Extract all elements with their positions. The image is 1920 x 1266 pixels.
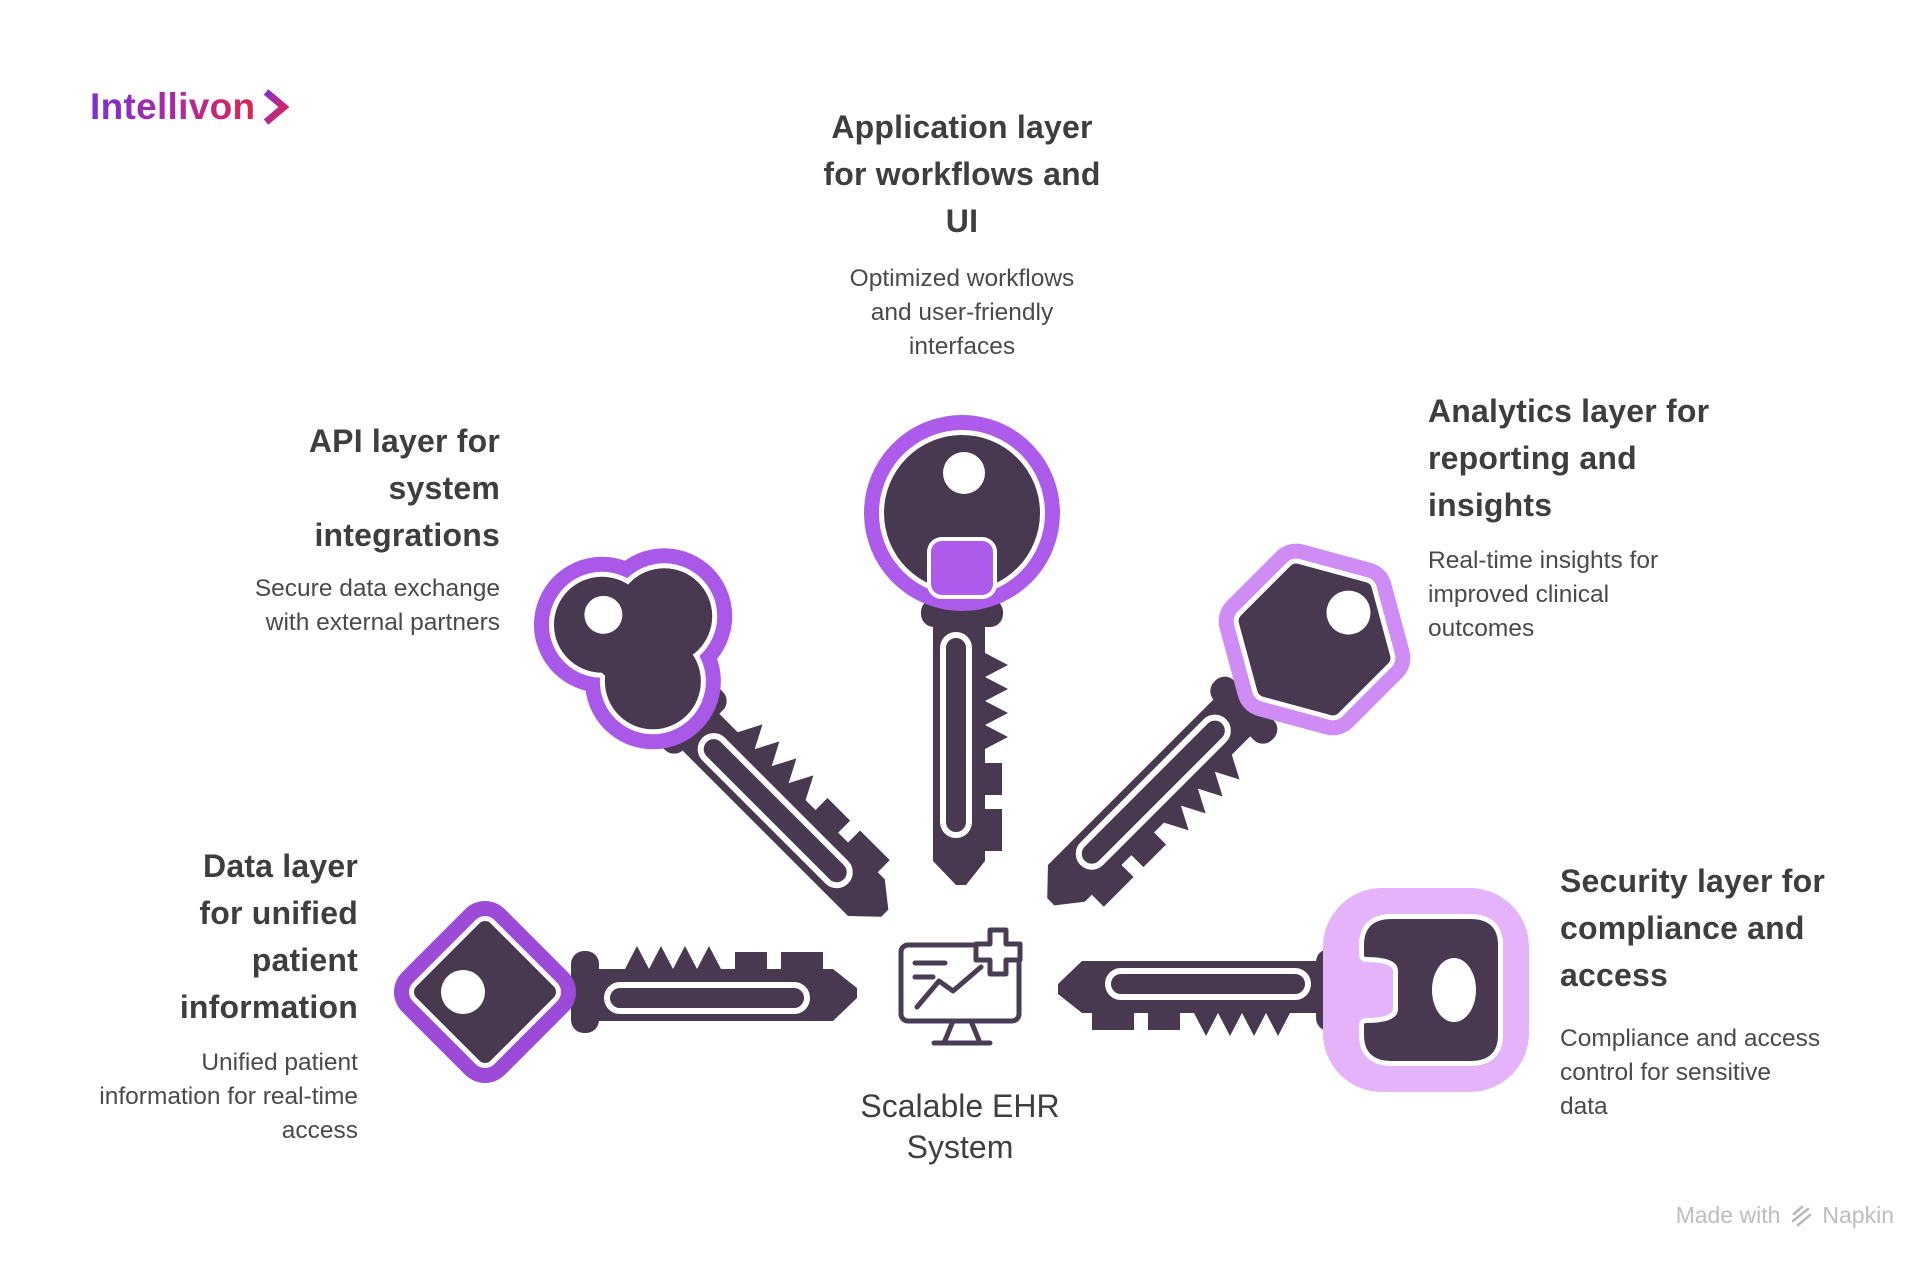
key-icon-api-layer	[463, 490, 919, 934]
layer-description: Secure data exchange with external partn…	[160, 572, 500, 640]
layer-description: Real-time insights for improved clinical…	[1428, 544, 1808, 646]
key-hole	[441, 970, 485, 1014]
watermark-brand: Napkin	[1822, 1202, 1894, 1228]
label-security-layer: Security layer for compliance and access…	[1560, 858, 1920, 1124]
desc-line: and user-friendly	[870, 299, 1054, 326]
desc-line: Compliance and access	[1560, 1025, 1821, 1052]
brand-logo-text: Intellivon	[90, 86, 256, 127]
key-head-notch	[927, 537, 997, 599]
layer-title: Data layer for unified patient informati…	[18, 843, 358, 1031]
title-line: UI	[945, 203, 979, 239]
monitor-stand	[931, 1018, 993, 1046]
center-title-line: Scalable EHR	[860, 1088, 1060, 1124]
title-line: compliance and	[1560, 910, 1805, 946]
center-title-line: System	[906, 1129, 1014, 1165]
key-hole	[1432, 958, 1476, 1022]
title-line: information	[179, 989, 358, 1025]
title-line: integrations	[314, 517, 500, 553]
title-line: system	[388, 470, 500, 506]
desc-line: Secure data exchange	[254, 575, 500, 602]
label-data-layer: Data layer for unified patient informati…	[18, 843, 358, 1148]
layer-title: Application layer for workflows and UI	[762, 104, 1162, 245]
title-line: access	[1560, 957, 1668, 993]
medical-plus-icon	[973, 927, 1023, 977]
title-line: patient	[251, 942, 358, 978]
label-application-layer: Application layer for workflows and UI O…	[762, 104, 1162, 364]
desc-line: with external partners	[265, 609, 500, 636]
ehr-monitor-icon	[898, 927, 1023, 1046]
watermark-text: Made with	[1675, 1202, 1781, 1228]
layer-title: Analytics layer for reporting and insigh…	[1428, 388, 1808, 529]
desc-line: access	[281, 1117, 358, 1144]
title-line: for workflows and	[823, 156, 1101, 192]
title-line: API layer for	[308, 423, 500, 459]
desc-line: control for sensitive	[1560, 1059, 1772, 1086]
desc-line: information for real-time	[99, 1083, 358, 1110]
key-icon-application-layer	[837, 413, 1087, 885]
layer-description: Optimized workflows and user-friendly in…	[762, 262, 1162, 364]
title-line: Analytics layer for	[1428, 393, 1710, 429]
monitor-screen	[898, 942, 1022, 1024]
title-line: Application layer	[831, 109, 1093, 145]
key-hole	[584, 595, 623, 634]
desc-line: data	[1560, 1093, 1608, 1120]
trend-line	[914, 964, 984, 1010]
title-line: Data layer	[203, 848, 358, 884]
layer-title: Security layer for compliance and access	[1560, 858, 1920, 999]
title-line: insights	[1428, 487, 1553, 523]
key-hole	[943, 452, 985, 494]
title-line: reporting and	[1428, 440, 1637, 476]
key-icon-security-layer	[1058, 865, 1530, 1115]
text-lines	[912, 960, 948, 980]
layer-description: Unified patient information for real-tim…	[18, 1046, 358, 1148]
key-icon-data-layer	[385, 867, 857, 1117]
layer-description: Compliance and access control for sensit…	[1560, 1022, 1920, 1124]
layer-title: API layer for system integrations	[160, 418, 500, 559]
desc-line: Optimized workflows	[849, 265, 1075, 292]
desc-line: Real-time insights for	[1428, 547, 1659, 574]
napkin-watermark[interactable]: Made with Napkin	[1676, 1202, 1894, 1229]
key-icon-analytics-layer	[1030, 480, 1473, 936]
title-line: Security layer for	[1560, 863, 1826, 899]
desc-line: improved clinical	[1428, 581, 1610, 608]
desc-line: interfaces	[908, 333, 1016, 360]
label-analytics-layer: Analytics layer for reporting and insigh…	[1428, 388, 1808, 646]
desc-line: outcomes	[1428, 615, 1535, 642]
center-title: Scalable EHR System	[760, 1086, 1160, 1168]
chevron-right-icon	[264, 89, 290, 125]
desc-line: Unified patient	[201, 1049, 358, 1076]
key-hole	[1326, 590, 1371, 635]
label-api-layer: API layer for system integrations Secure…	[160, 418, 500, 640]
title-line: for unified	[199, 895, 358, 931]
napkin-logo-icon	[1792, 1205, 1812, 1226]
brand-logo: Intellivon	[90, 86, 290, 128]
